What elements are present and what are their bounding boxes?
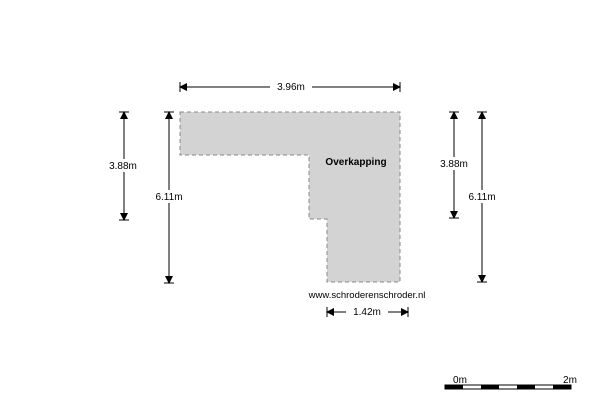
room-overkapping-shape: [179, 111, 401, 283]
dimension-top-width: 3.96m: [179, 80, 401, 93]
dimension-left-inner-height: 3.88m: [103, 111, 143, 221]
dimension-top-width-label: 3.96m: [277, 82, 305, 93]
dimension-left-outer-height: 6.11m: [149, 111, 189, 284]
dimension-bottom-width: 1.42m: [326, 305, 409, 318]
room-label: Overkapping: [325, 157, 386, 168]
dimension-left-outer-height-label: 6.11m: [155, 192, 182, 203]
dimension-right-outer-height-label: 6.11m: [468, 192, 495, 203]
dimension-right-outer-height: 6.11m: [462, 111, 502, 283]
dimension-left-inner-height-label: 3.88m: [109, 161, 137, 172]
scale-bar-end-label: 2m: [563, 375, 577, 386]
dimension-right-inner-height-label: 3.88m: [440, 159, 468, 170]
dimension-right-inner-height: 3.88m: [434, 111, 474, 219]
scale-bar: 0m 2m: [444, 375, 577, 390]
website-url: www.schroderenschroder.nl: [308, 290, 426, 301]
scale-bar-start-label: 0m: [453, 375, 467, 386]
dimension-bottom-width-label: 1.42m: [353, 307, 381, 318]
